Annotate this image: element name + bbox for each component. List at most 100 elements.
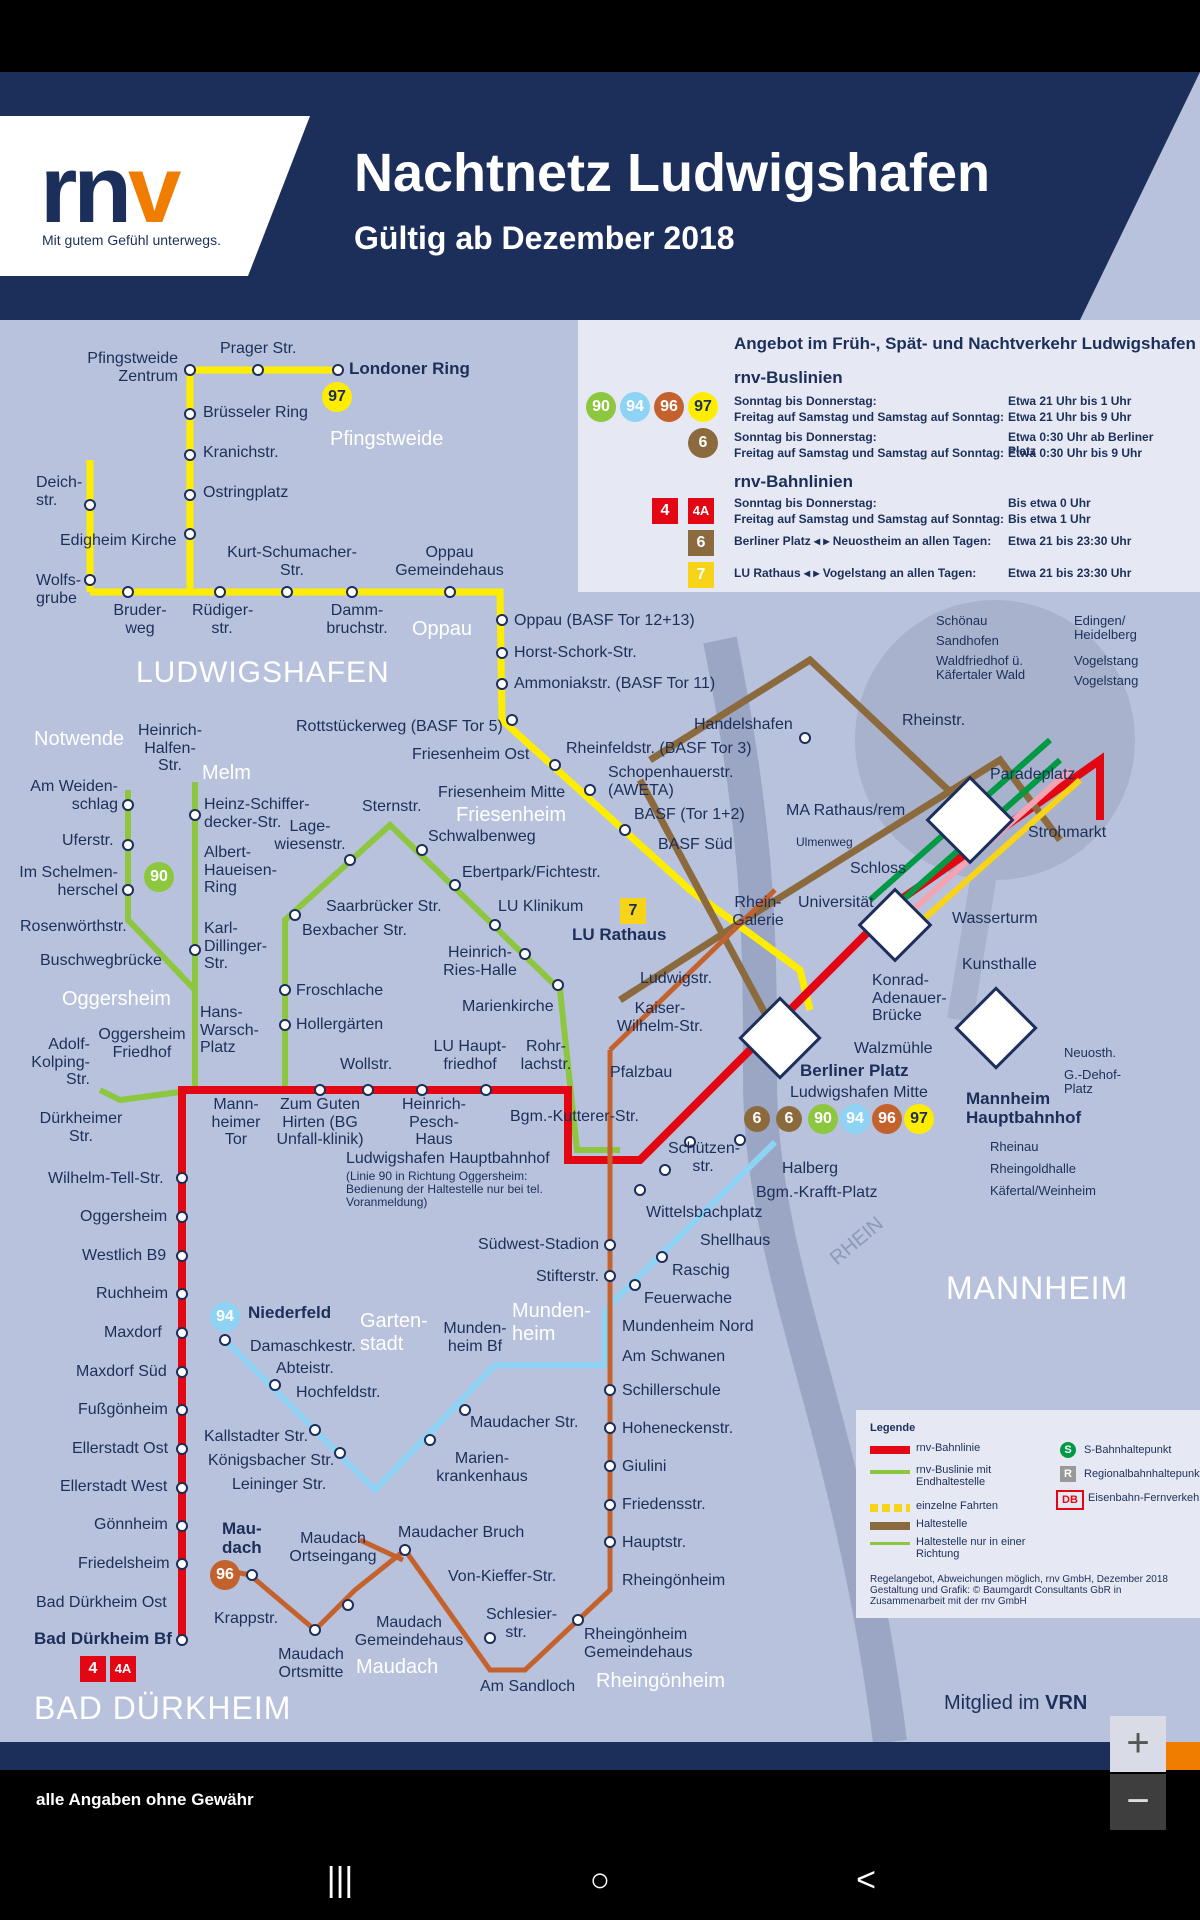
stop-label[interactable]: Buschwegbrücke: [40, 952, 162, 969]
stop-label[interactable]: Zum Guten Hirten (BG Unfall-klinik): [276, 1096, 364, 1149]
stop-label[interactable]: LU Rathaus: [572, 925, 667, 944]
stop-label[interactable]: Am Schwanen: [622, 1348, 726, 1365]
stop-label[interactable]: Damm-bruchstr.: [326, 602, 388, 637]
stop-label[interactable]: Rhein-Galerie: [732, 894, 784, 929]
stop-label[interactable]: Hollergärten: [296, 1016, 384, 1033]
stop-label[interactable]: Berliner Platz: [800, 1061, 909, 1080]
stop-label[interactable]: Leininger Str.: [232, 1476, 327, 1493]
network-map[interactable]: Angebot im Früh-, Spät- und Nachtverkehr…: [0, 320, 1200, 1742]
stop-label[interactable]: Maudach Ortsmitte: [278, 1646, 344, 1681]
stop-label[interactable]: Maudach Gemeindehaus: [354, 1614, 464, 1649]
stop-label[interactable]: Stifterstr.: [536, 1268, 600, 1285]
stop-label[interactable]: Mau-dach: [222, 1519, 262, 1557]
stop-label[interactable]: Maxdorf Süd: [76, 1363, 167, 1380]
stop-label[interactable]: Ammoniakstr. (BASF Tor 11): [514, 675, 716, 692]
stop-label[interactable]: Prager Str.: [220, 340, 297, 357]
stop-label[interactable]: Wolfs-grube: [36, 572, 82, 607]
stop-label[interactable]: Uferstr.: [62, 832, 114, 849]
stop-label[interactable]: Königsbacher Str.: [208, 1452, 335, 1469]
stop-label[interactable]: LU Haupt-friedhof: [433, 1038, 507, 1073]
stop-label[interactable]: Munden-heim Bf: [443, 1320, 507, 1355]
stop-label[interactable]: Rheingönheim Gemeindehaus: [584, 1626, 693, 1661]
stop-label[interactable]: Ebertpark/Fichtestr.: [462, 864, 601, 881]
stop-label[interactable]: Rohr-lachstr.: [520, 1038, 572, 1073]
stop-label[interactable]: Paradeplatz: [990, 766, 1076, 783]
stop-label[interactable]: Wittelsbachplatz: [646, 1204, 763, 1221]
stop-label[interactable]: Brüsseler Ring: [203, 404, 308, 421]
stop-label[interactable]: Schillerschule: [622, 1382, 721, 1399]
stop-label[interactable]: Deich-str.: [36, 474, 83, 509]
stop-label[interactable]: Friedensstr.: [622, 1496, 706, 1513]
stop-label[interactable]: Ruchheim: [96, 1285, 169, 1302]
stop-label[interactable]: Heinrich-Pesch-Haus: [401, 1096, 466, 1149]
stop-label[interactable]: Rheingönheim: [622, 1572, 726, 1589]
stop-label[interactable]: Horst-Schork-Str.: [514, 644, 637, 661]
stop-label[interactable]: Dürkheimer Str.: [39, 1110, 123, 1145]
stop-label[interactable]: Albert-Haueisen-Ring: [204, 844, 277, 897]
stop-label[interactable]: Mannheim Hauptbahnhof: [966, 1089, 1082, 1127]
stop-label[interactable]: Hoheneckenstr.: [622, 1420, 734, 1437]
stop-label[interactable]: Mann-heimer Tor: [211, 1096, 261, 1149]
stop-label[interactable]: Universität: [798, 894, 874, 911]
stop-label[interactable]: Pfingstweide Zentrum: [87, 350, 178, 385]
stop-label[interactable]: Hauptstr.: [622, 1534, 687, 1551]
zoom-in-button[interactable]: +: [1110, 1716, 1166, 1772]
stop-label[interactable]: Wollstr.: [340, 1056, 393, 1073]
stop-label[interactable]: Raschig: [672, 1262, 730, 1279]
stop-label[interactable]: Am Weiden-schlag: [30, 778, 118, 813]
stop-label[interactable]: Bad Dürkheim Ost: [36, 1594, 167, 1611]
stop-label[interactable]: Kurt-Schumacher-Str.: [227, 544, 357, 579]
home-button[interactable]: ○: [589, 1861, 611, 1899]
stop-label[interactable]: Südwest-Stadion: [478, 1236, 599, 1253]
stop-label[interactable]: Mundenheim Nord: [622, 1318, 754, 1335]
stop-label[interactable]: Halberg: [782, 1160, 839, 1177]
stop-label[interactable]: Handelshafen: [694, 716, 793, 733]
stop-label[interactable]: Rheinfeldstr. (BASF Tor 3): [566, 740, 752, 757]
stop-label[interactable]: Kranichstr.: [203, 444, 279, 461]
stop-label[interactable]: Friesenheim Mitte: [438, 784, 566, 801]
stop-label[interactable]: Bgm.-Krafft-Platz: [756, 1184, 878, 1201]
stop-label[interactable]: Von-Kieffer-Str.: [448, 1568, 557, 1585]
stop-label[interactable]: Giulini: [622, 1458, 667, 1475]
stop-label[interactable]: Lage-wiesenstr.: [274, 818, 346, 853]
stop-label[interactable]: Damaschkestr.: [250, 1338, 356, 1355]
stop-label[interactable]: Bexbacher Str.: [302, 922, 407, 939]
stop-label[interactable]: Schloss: [850, 860, 907, 877]
stop-label[interactable]: Edigheim Kirche: [60, 532, 177, 549]
stop-label[interactable]: Heinrich-Halfen-Str.: [138, 722, 203, 775]
stop-label[interactable]: Ludwigshafen Hauptbahnhof: [346, 1150, 550, 1167]
zoom-out-button[interactable]: −: [1110, 1774, 1166, 1830]
stop-label[interactable]: Ostringplatz: [203, 484, 289, 501]
stop-label[interactable]: Oppau (BASF Tor 12+13): [514, 612, 695, 629]
stop-label[interactable]: Walzmühle: [854, 1040, 933, 1057]
stop-label[interactable]: Hochfeldstr.: [296, 1384, 381, 1401]
stop-label[interactable]: Maudacher Str.: [470, 1414, 579, 1431]
stop-label[interactable]: Strohmarkt: [1028, 824, 1107, 841]
stop-label[interactable]: Ellerstadt West: [60, 1478, 168, 1495]
stop-label[interactable]: Karl-Dillinger-Str.: [204, 920, 268, 973]
stop-label[interactable]: Rüdiger-str.: [192, 602, 254, 637]
stop-label[interactable]: Pfalzbau: [610, 1064, 673, 1081]
stop-label[interactable]: BASF Süd: [658, 836, 733, 853]
stop-label[interactable]: Adolf-Kolping-Str.: [31, 1036, 90, 1089]
stop-label[interactable]: Rheinstr.: [902, 712, 966, 729]
stop-label[interactable]: Oggersheim Friedhof: [98, 1026, 186, 1061]
stop-label[interactable]: Am Sandloch: [480, 1678, 576, 1695]
stop-label[interactable]: Wasserturm: [952, 910, 1038, 927]
back-button[interactable]: <: [856, 1861, 876, 1899]
stop-label[interactable]: Heinz-Schiffer-decker-Str.: [204, 796, 310, 831]
stop-label[interactable]: Konrad-Adenauer-Brücke: [872, 972, 947, 1025]
stop-label[interactable]: Heinrich-Ries-Halle: [443, 944, 517, 979]
stop-label[interactable]: Feuerwache: [644, 1290, 733, 1307]
stop-label[interactable]: Rosenwörthstr.: [20, 918, 127, 935]
stop-label[interactable]: Londoner Ring: [349, 359, 470, 378]
stop-label[interactable]: Sternstr.: [362, 798, 422, 815]
stop-label[interactable]: MA Rathaus/rem: [786, 802, 906, 819]
stop-label[interactable]: Friesenheim Ost: [412, 746, 530, 763]
stop-label[interactable]: Maxdorf: [104, 1324, 162, 1341]
stop-label[interactable]: Krappstr.: [214, 1610, 279, 1627]
stop-label[interactable]: Marienkirche: [462, 998, 554, 1015]
stop-label[interactable]: Wilhelm-Tell-Str.: [48, 1170, 164, 1187]
stop-label[interactable]: Niederfeld: [248, 1303, 332, 1322]
stop-label[interactable]: Oggersheim: [80, 1208, 168, 1225]
